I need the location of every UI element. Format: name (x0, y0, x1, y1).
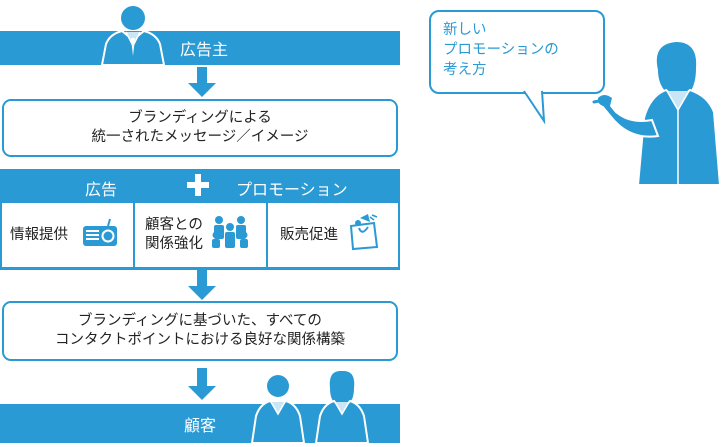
branding-message-box: ブランディングによる 統一されたメッセージ／イメージ (2, 99, 398, 157)
channel-relationship-line-1: 顧客との (145, 217, 203, 233)
customer-label: 顧客 (183, 415, 216, 435)
radio-icon (82, 217, 118, 253)
channel-relationship-line-2: 関係強化 (145, 236, 203, 252)
touchpoint-line-1: ブランディングに基づいた、すべての (78, 313, 322, 329)
touchpoint-relationship-box: ブランディングに基づいた、すべての コンタクトポイントにおける良好な関係構築 (2, 301, 398, 361)
branding-line-2: 統一されたメッセージ／イメージ (91, 129, 309, 145)
presenter-woman-icon (590, 40, 724, 186)
promotion-ad-label: 広告 (85, 180, 118, 199)
speech-line-2: プロモーションの (443, 42, 559, 58)
advertiser-label: 広告主 (179, 40, 228, 59)
plus-icon (187, 174, 209, 200)
promotion-promo-label: プロモーション (236, 180, 348, 199)
channel-sales-label: 販売促進 (280, 226, 338, 243)
flow-arrow-down (188, 368, 216, 400)
advertiser-person-icon (92, 0, 174, 66)
speech-line-1: 新しい (443, 22, 487, 38)
flow-arrow-down (188, 270, 216, 300)
channel-relationship: 顧客との 関係強化 (135, 203, 266, 267)
flow-arrow-down (188, 67, 216, 97)
customer-woman-icon (310, 368, 374, 444)
branding-line-1: ブランディングによる (128, 110, 272, 126)
touchpoint-line-2: コンタクトポイントにおける良好な関係構築 (55, 332, 345, 348)
promotion-header: 広告 プロモーション (0, 169, 400, 203)
speech-line-3: 考え方 (443, 62, 487, 78)
channel-information: 情報提供 (2, 203, 133, 267)
advertiser-band: 広告主 (0, 31, 400, 65)
speech-bubble-tail (523, 88, 554, 127)
channel-sales-promotion: 販売促進 (268, 203, 398, 267)
people-icon (211, 215, 249, 255)
customer-man-icon (248, 372, 308, 444)
shopping-bag-icon (348, 214, 380, 256)
speech-bubble: 新しい プロモーションの 考え方 (429, 10, 605, 94)
channel-information-label: 情報提供 (10, 226, 68, 243)
